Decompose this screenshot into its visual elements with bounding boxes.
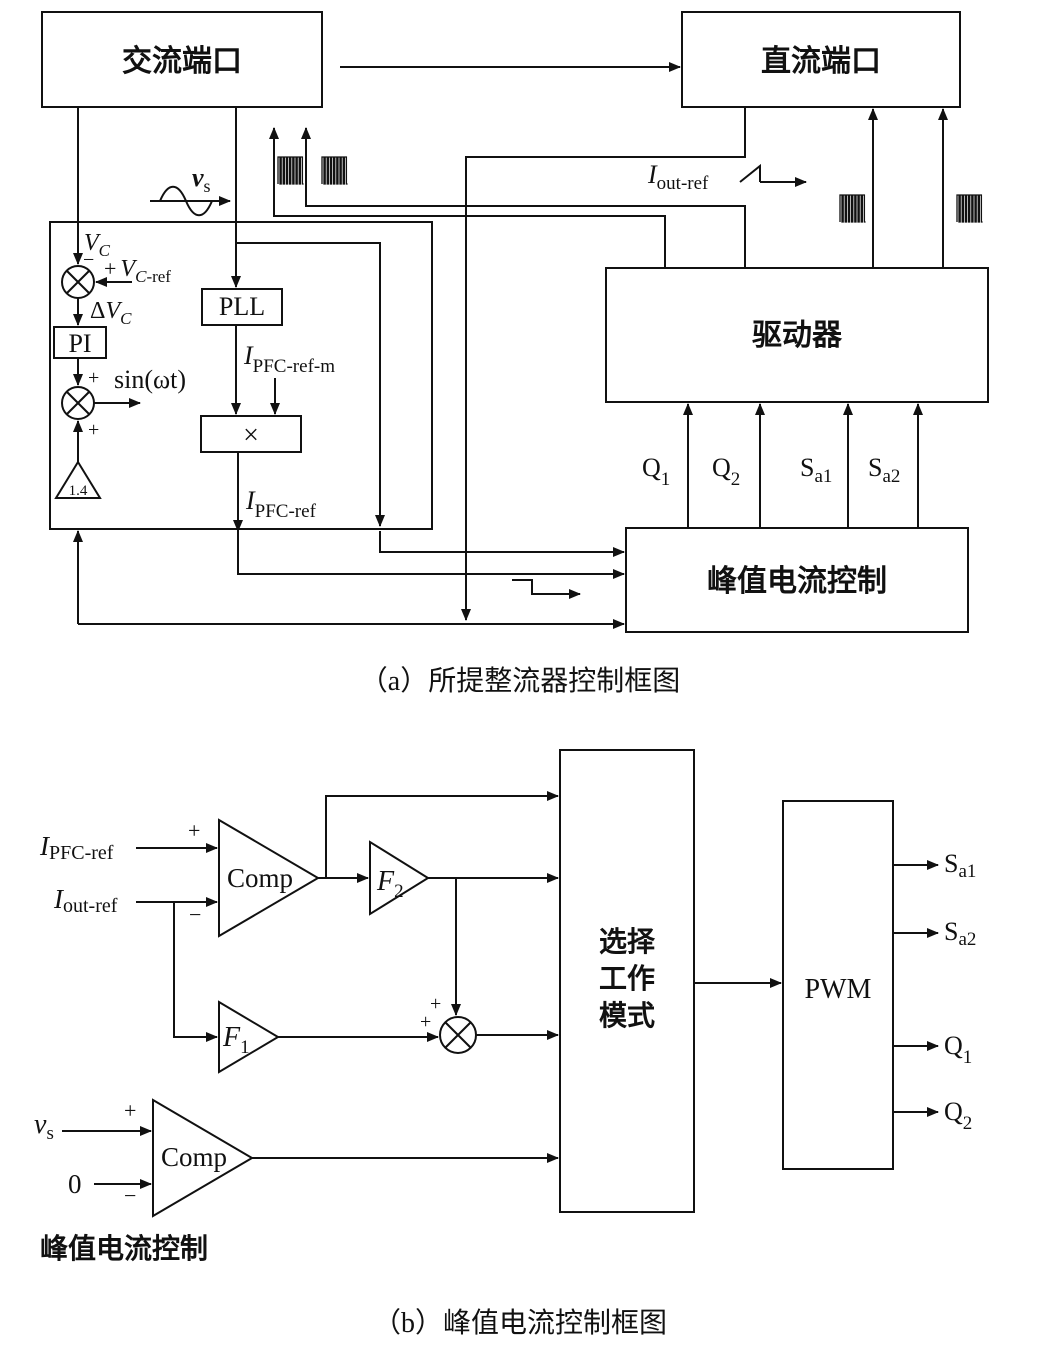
step-waveform [512, 579, 560, 595]
comp1-plus-sign: + [188, 818, 200, 843]
mode-select-line-1: 选择 [599, 926, 656, 958]
dc-port-block [681, 11, 961, 108]
f1-label: F1 [222, 1022, 250, 1058]
vcref-label: +VC-ref [104, 256, 171, 286]
driver-block [605, 267, 989, 403]
ioutref-input-label: Iout-ref [53, 884, 118, 917]
mode-select-line-3: 模式 [599, 1000, 655, 1032]
vc-minus-sign: − [83, 249, 94, 271]
q1-label-a: Q1 [642, 453, 670, 490]
vs-input-label: vs [34, 1109, 54, 1144]
comp-2-label: Comp [161, 1142, 227, 1172]
multiplier-block [200, 415, 302, 453]
pll-block [201, 288, 283, 326]
zero-input-label: 0 [68, 1169, 82, 1199]
ioutref-label-a: Iout-ref [647, 160, 709, 194]
f1-triangle [218, 1000, 280, 1074]
multiplier-label: × [243, 420, 259, 451]
comp-1-triangle [218, 818, 320, 938]
sa1-output-label: Sa1 [944, 849, 976, 882]
caption-a: （a）所提整流器控制框图 [360, 665, 680, 697]
summer-b [439, 1016, 477, 1054]
q2-label-a: Q2 [712, 453, 740, 490]
peak-current-control-label: 峰值电流控制 [707, 565, 887, 598]
gain-triangle [54, 460, 102, 499]
ipfcref-label: IPFC-ref [245, 486, 317, 522]
caption-b: （b）峰值电流控制框图 [373, 1307, 667, 1339]
f2-triangle [369, 840, 430, 916]
q2-output-label: Q2 [944, 1097, 972, 1134]
peak-current-control-block [625, 527, 969, 633]
pulse-train-2 [321, 156, 348, 185]
vs-label: vs [192, 163, 211, 196]
sa2-output-label: Sa2 [944, 917, 976, 950]
pwm-label: PWM [805, 974, 872, 1005]
ipfcref-input-label: IPFC-ref [39, 831, 114, 864]
mode-select-line-2: 工作 [599, 963, 655, 995]
panel-b-title: 峰值电流控制 [40, 1233, 208, 1265]
comp2-minus-sign: − [124, 1183, 136, 1208]
sine-waveform [159, 185, 213, 217]
summer-plus-left: + [420, 1011, 431, 1033]
driver-label: 驱动器 [752, 319, 843, 352]
summer2-plus-top: + [88, 367, 99, 389]
vc-label: VC [84, 230, 111, 260]
pwm-block [782, 800, 894, 1170]
panel-a [41, 11, 989, 633]
pi-block [53, 326, 107, 359]
comp1-minus-sign: − [189, 902, 201, 927]
sa1-label-a: Sa1 [800, 453, 832, 487]
summer-2 [61, 386, 95, 420]
delta-vc-label: ΔVC [90, 298, 132, 328]
pulse-trains [277, 156, 983, 223]
panel-b [62, 749, 939, 1218]
f2-label: F2 [376, 866, 404, 902]
summer-plus-top: + [430, 993, 441, 1015]
mode-select-block [559, 749, 695, 1213]
gain-label: 1.4 [69, 483, 88, 499]
pulse-train-3 [839, 194, 866, 223]
pll-label: PLL [219, 292, 265, 321]
comp2-plus-sign: + [124, 1098, 136, 1123]
ac-port-block [41, 11, 323, 108]
q1-output-label: Q1 [944, 1031, 972, 1068]
ramp-waveform [739, 163, 761, 183]
pulse-train-1 [277, 156, 304, 185]
sa2-label-a: Sa2 [868, 453, 900, 487]
pulse-train-4 [956, 194, 983, 223]
pi-label: PI [68, 329, 91, 358]
comp-1-label: Comp [227, 863, 293, 893]
dc-port-label: 直流端口 [761, 45, 881, 78]
comp-2-triangle [152, 1098, 254, 1218]
ipfcrefm-label: IPFC-ref-m [243, 341, 335, 377]
ac-port-label: 交流端口 [122, 44, 242, 78]
summer2-plus-bottom: + [88, 419, 99, 441]
sin-label: sin(ωt) [114, 365, 186, 394]
